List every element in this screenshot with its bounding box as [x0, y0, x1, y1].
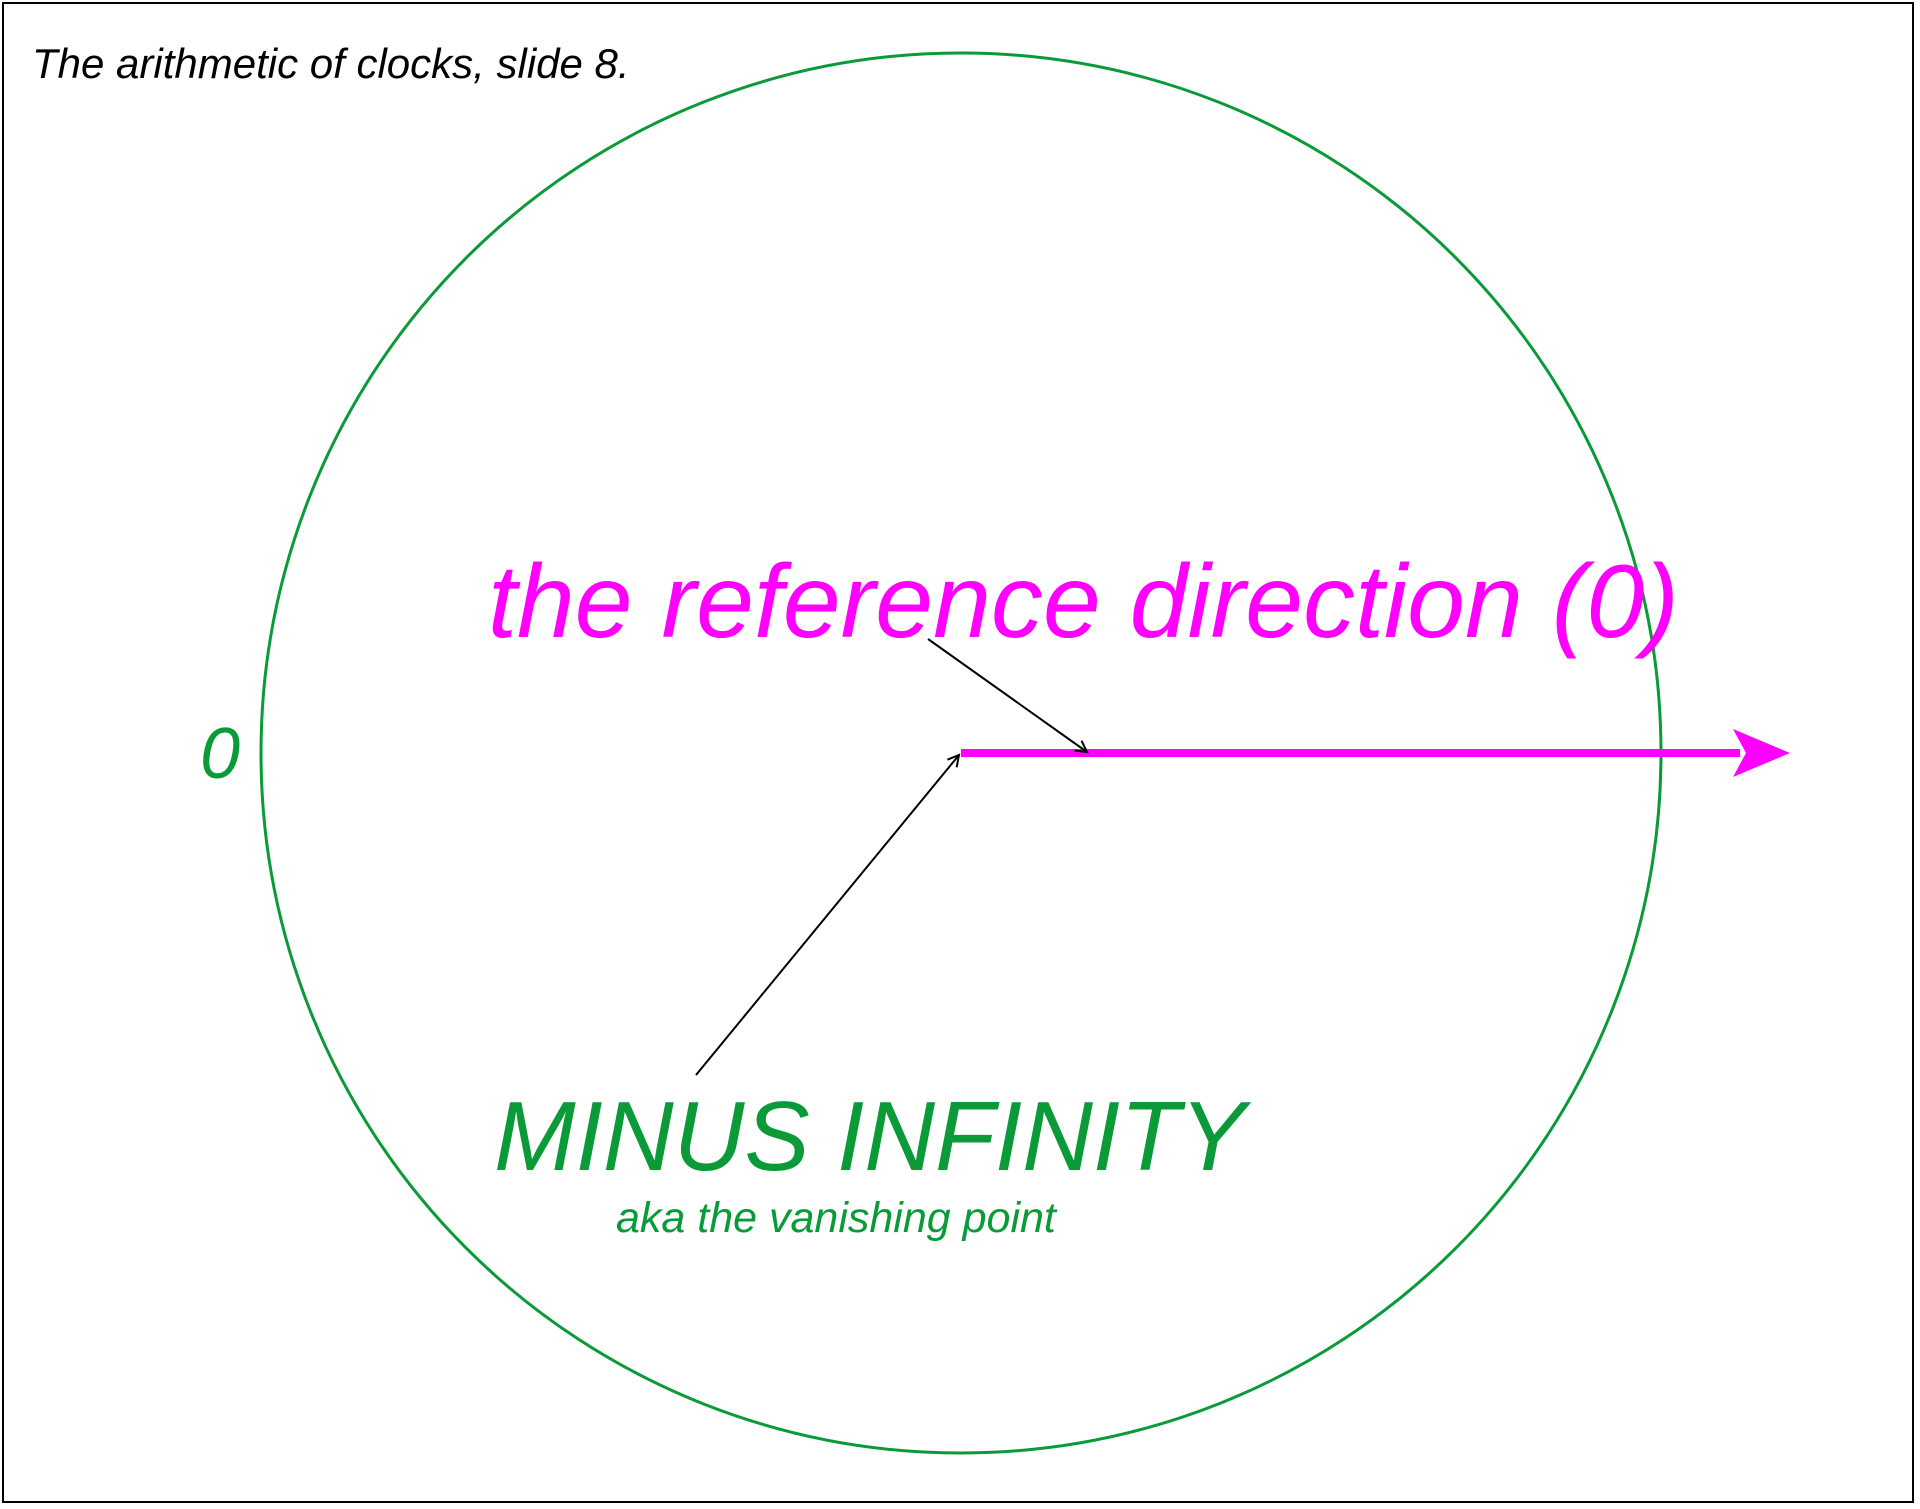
- slide-title: The arithmetic of clocks, slide 8.: [32, 40, 630, 87]
- arrowhead-icon: [1733, 729, 1790, 777]
- minus-infinity-label: MINUS INFINITY: [494, 1081, 1252, 1191]
- minus-infinity-pointer-arrow: [695, 755, 959, 1076]
- reference-direction-label: the reference direction (0): [488, 544, 1679, 660]
- reference-pointer-arrow: [927, 638, 1087, 752]
- zero-label: 0: [200, 714, 240, 794]
- vanishing-point-subtitle: aka the vanishing point: [616, 1194, 1058, 1242]
